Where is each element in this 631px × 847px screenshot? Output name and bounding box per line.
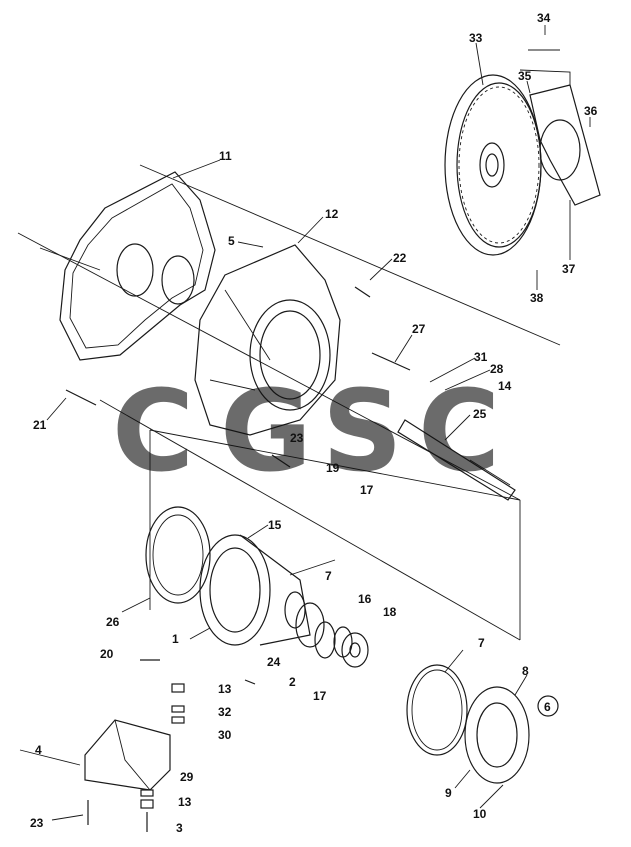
bell-housing — [199, 534, 325, 648]
callout-38: 38 — [530, 291, 544, 305]
callout-7-upper: 7 — [325, 569, 332, 583]
flywheel-ring-gear — [444, 74, 542, 256]
callout-20: 20 — [100, 647, 114, 661]
callout-7-lower: 7 — [478, 636, 485, 650]
callout-31: 31 — [474, 350, 488, 364]
callout-32: 32 — [218, 705, 232, 719]
callout-13-lower: 13 — [178, 795, 192, 809]
leader-lines — [19, 25, 591, 821]
callout-34: 34 — [537, 11, 551, 25]
flex-plate — [519, 49, 601, 206]
callout-16: 16 — [358, 592, 372, 606]
mounting-bracket — [84, 683, 185, 809]
callout-15: 15 — [268, 518, 282, 532]
callout-3: 3 — [176, 821, 183, 835]
callout-12: 12 — [325, 207, 339, 221]
callout-8: 8 — [522, 664, 529, 678]
callout-18: 18 — [383, 605, 397, 619]
callout-25: 25 — [473, 407, 487, 421]
callout-19: 19 — [326, 461, 340, 475]
callout-4: 4 — [35, 743, 42, 757]
callout-29: 29 — [180, 770, 194, 784]
bearing-parts — [284, 591, 369, 668]
watermark-letter-3: S — [322, 367, 403, 497]
watermark-letter-2: G — [220, 367, 312, 497]
callout-6-circle — [537, 695, 559, 717]
callout-13-upper: 13 — [218, 682, 232, 696]
callout-10: 10 — [473, 807, 487, 821]
callout-labels: 34 33 35 36 37 38 11 12 5 22 27 31 28 14… — [30, 11, 598, 835]
callout-37: 37 — [562, 262, 576, 276]
callout-33: 33 — [469, 31, 483, 45]
seal-ring — [406, 664, 468, 756]
callout-36: 36 — [584, 104, 598, 118]
callout-21: 21 — [33, 418, 47, 432]
callout-24: 24 — [267, 655, 281, 669]
callout-11: 11 — [219, 149, 232, 163]
callout-35: 35 — [518, 69, 532, 83]
callout-17-lower: 17 — [313, 689, 327, 703]
callout-14: 14 — [498, 379, 512, 393]
callout-23-upper: 23 — [290, 431, 304, 445]
callout-27: 27 — [412, 322, 426, 336]
callout-9: 9 — [445, 786, 452, 800]
callout-28: 28 — [490, 362, 504, 376]
cover-plate — [464, 686, 530, 784]
callout-23-lower: 23 — [30, 816, 44, 830]
callout-5: 5 — [228, 234, 235, 248]
output-shaft — [397, 419, 516, 501]
watermark-letter-1: C — [112, 367, 194, 497]
callout-17-upper: 17 — [360, 483, 374, 497]
callout-2: 2 — [289, 675, 296, 689]
bolts — [65, 286, 411, 832]
watermark: C G S C — [112, 367, 500, 497]
callout-26: 26 — [106, 615, 120, 629]
callout-30: 30 — [218, 728, 232, 742]
adapter-plate — [59, 171, 216, 361]
callout-6: 6 — [544, 700, 551, 714]
callout-1: 1 — [172, 632, 179, 646]
flywheel-housing — [194, 244, 341, 436]
gasket — [145, 506, 211, 604]
watermark-letter-4: C — [418, 367, 500, 497]
callout-22: 22 — [393, 251, 407, 265]
